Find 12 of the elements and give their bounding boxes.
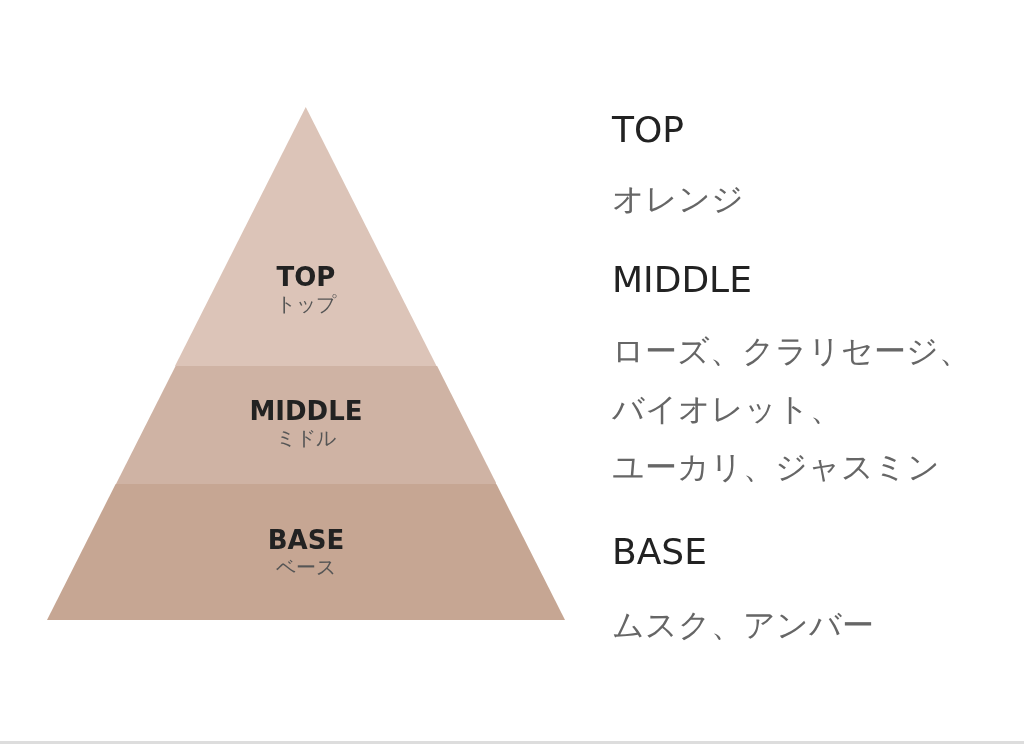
note-list: ローズ、クラリセージ、バイオレット、ユーカリ、ジャスミン (612, 322, 987, 496)
tier-subtitle: トップ (276, 292, 336, 316)
tier-subtitle: ベース (276, 555, 336, 579)
note-heading: MIDDLE (612, 258, 752, 302)
note-list: ムスク、アンバー (612, 596, 987, 654)
tier-title: TOP (276, 262, 336, 292)
tier-subtitle: ミドル (276, 426, 336, 450)
note-heading: BASE (612, 530, 707, 574)
tier-title: BASE (267, 525, 345, 555)
note-heading: TOP (612, 108, 685, 152)
note-list: オレンジ (612, 170, 987, 228)
tier-title: MIDDLE (249, 396, 363, 426)
